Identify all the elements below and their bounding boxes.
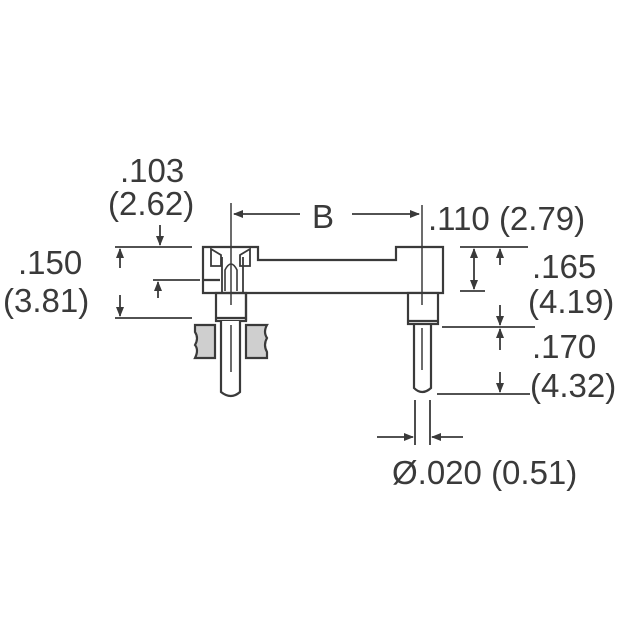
pcb-section	[193, 323, 269, 360]
right-pin	[406, 291, 440, 394]
label-pin-length-mm: (4.32)	[530, 367, 616, 404]
label-pin-length-in: .170	[532, 328, 596, 365]
label-body-height-in: .165	[532, 248, 596, 285]
label-pin-diameter: Ø.020 (0.51)	[392, 454, 577, 491]
dimension-diameter	[377, 400, 463, 445]
label-top-offset-in: .103	[120, 152, 184, 189]
dimension-left	[115, 225, 200, 319]
label-left-height-mm: (3.81)	[3, 282, 89, 319]
left-pin	[219, 321, 242, 398]
label-right-offset: .110 (2.79)	[428, 200, 585, 237]
label-pitch-b: B	[312, 198, 334, 235]
dimension-right	[437, 246, 535, 395]
label-top-offset-mm: (2.62)	[108, 185, 194, 222]
label-left-height-in: .150	[18, 244, 82, 281]
label-body-height-mm: (4.19)	[528, 283, 614, 320]
